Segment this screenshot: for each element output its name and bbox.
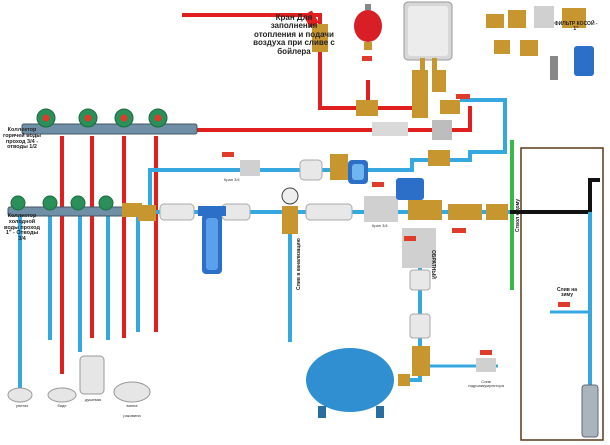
pressure-gauge-icon [281, 187, 299, 234]
well-casing [520, 147, 604, 441]
valve-handles [222, 56, 570, 355]
borehole-pump-icon [581, 384, 599, 438]
hot-collector-label: Коллектор горячей воды проход 3/4 - отво… [2, 127, 42, 151]
brass-fittings-boiler [356, 70, 460, 166]
to-house-label: Ствол к дому [515, 198, 521, 232]
valve-note-1: Кран 3/4 [224, 177, 240, 182]
expansion-tank-icon [354, 4, 382, 50]
cold-collector-label: Коллектор холодной воды проход 1" - Отво… [4, 213, 40, 243]
valve-note-2: Кран 3/4 [372, 223, 388, 228]
drain-winter-label: Слив на зиму [556, 287, 578, 299]
hot-collector [21, 108, 198, 135]
cold-collector [7, 195, 149, 217]
sewer-label: Слив в канализацию [296, 238, 302, 290]
pressure-switch-icon [396, 178, 424, 200]
filter-label: ФИЛЬТР КОСОЙ - 1" [554, 21, 598, 33]
cold-pipe-boiler-feed [460, 98, 507, 132]
accumulator-drain-note: Слив гидроаккумулятора [468, 379, 504, 389]
cold-pipe-upper [148, 100, 507, 214]
water-filter-icon [198, 206, 226, 274]
cold-line-fittings [138, 154, 508, 222]
ground-pipe [510, 178, 600, 214]
down-line-fittings [402, 228, 436, 339]
hydro-accumulator-icon [306, 348, 410, 418]
kran-fill-valve-icon [303, 10, 328, 52]
fixture-note-4: ванна [126, 403, 138, 408]
accumulator-tee [412, 346, 430, 376]
hot-pipe-boiler-out [366, 80, 422, 110]
fixtures [7, 355, 151, 403]
fixture-note-5: раковина [123, 413, 141, 418]
drain-valve [476, 358, 496, 372]
water-heater-icon [403, 1, 453, 70]
fixture-note-1: унитаз [15, 403, 29, 408]
small-filter-icon [348, 160, 368, 184]
check-valve-label: ОБРАТНЫЙ [430, 250, 436, 279]
accessories-cluster [486, 6, 594, 80]
fixture-note-2: биде [57, 403, 67, 408]
fixture-note-3: душевая [84, 397, 102, 402]
kran-label: Кран Для заполнения отопления и подачи в… [253, 13, 335, 56]
